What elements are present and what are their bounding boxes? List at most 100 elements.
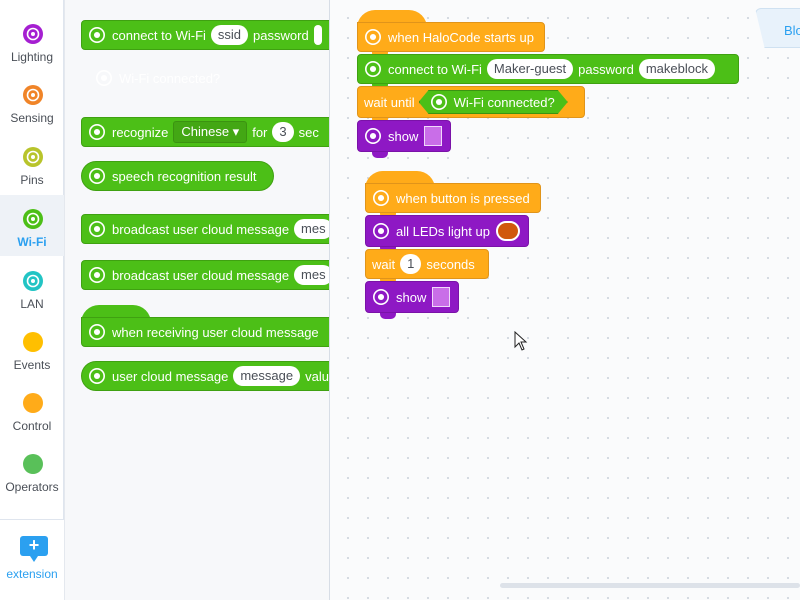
wait-seconds-block[interactable]: wait 1 seconds (365, 249, 489, 285)
wifi-extension-icon (88, 367, 106, 385)
wifi-extension-icon (88, 266, 106, 284)
block-text: Wi-Fi connected? (453, 94, 555, 110)
category-label: Operators (5, 480, 59, 494)
wifi-icon (23, 209, 43, 229)
block-text: when button is pressed (396, 190, 530, 206)
wait-seconds-field[interactable]: 1 (400, 254, 422, 274)
speech-result-reporter[interactable]: speech recognition result (81, 161, 274, 191)
connect-wifi-block[interactable]: connect to Wi-Fi ssid password (81, 20, 329, 50)
category-lighting[interactable]: Lighting (0, 10, 64, 71)
seconds-field[interactable]: 3 (272, 122, 294, 142)
category-label: Control (12, 419, 52, 433)
control-icon (23, 393, 43, 413)
ssid-field[interactable]: ssid (210, 25, 249, 45)
when-halocode-starts-block[interactable]: when HaloCode starts up (357, 22, 545, 58)
category-label: Sensing (10, 111, 54, 125)
block-text: seconds (426, 256, 475, 272)
divider (0, 519, 64, 520)
show-led-block[interactable]: show (365, 281, 459, 319)
wifi-extension-icon (95, 69, 113, 87)
block-text: password (578, 61, 634, 77)
script-workspace[interactable]: Blo when HaloCode starts up connect to W… (330, 0, 800, 600)
pins-icon (23, 147, 43, 167)
block-palette: connect to Wi-Fi ssid password Wi-Fi con… (64, 0, 330, 600)
plus-icon: + (20, 536, 48, 562)
category-label: Pins (20, 173, 44, 187)
block-text: connect to Wi-Fi (112, 27, 206, 43)
halocode-icon (372, 189, 390, 207)
wifi-extension-icon (88, 220, 106, 238)
block-text: all LEDs light up (396, 223, 490, 239)
category-label: Lighting (10, 50, 54, 64)
lighting-extension-icon (372, 222, 390, 240)
lighting-icon (23, 24, 43, 44)
ssid-field[interactable]: Maker-guest (486, 59, 574, 79)
connect-wifi-block[interactable]: connect to Wi-Fi Maker-guest password ma… (357, 54, 739, 90)
led-pattern-picker[interactable] (424, 126, 442, 146)
block-text: show (396, 289, 427, 305)
block-notch (372, 152, 388, 158)
extension-label: extension (6, 567, 58, 581)
broadcast-cloud-message-block[interactable]: broadcast user cloud message mes (81, 214, 329, 244)
led-color-picker[interactable] (495, 221, 520, 241)
user-cloud-message-reporter[interactable]: user cloud message message valu (81, 361, 329, 391)
wifi-connected-reporter[interactable]: Wi-Fi connected? (81, 63, 241, 93)
block-text: for (252, 124, 268, 140)
broadcast-cloud-message-block[interactable]: broadcast user cloud message mes (81, 260, 329, 290)
wifi-extension-icon (88, 26, 106, 44)
block-text: wait until (364, 94, 415, 110)
wifi-extension-icon (364, 60, 382, 78)
when-button-pressed-block[interactable]: when button is pressed (365, 183, 541, 219)
when-receiving-cloud-message-block[interactable]: when receiving user cloud message (81, 317, 329, 347)
category-label: Events (13, 358, 51, 372)
led-pattern-picker[interactable] (432, 287, 450, 307)
category-label: LAN (20, 297, 44, 311)
password-field[interactable] (313, 25, 322, 45)
block-text: user cloud message (112, 368, 229, 384)
extension-button[interactable]: + extension (0, 520, 64, 600)
category-sensing[interactable]: Sensing (0, 71, 64, 132)
sensing-icon (23, 85, 43, 105)
password-field[interactable]: makeblock (638, 59, 715, 79)
wifi-connected-reporter[interactable]: Wi-Fi connected? (419, 90, 568, 114)
block-text: when HaloCode starts up (388, 29, 534, 45)
block-text: connect to Wi-Fi (388, 61, 482, 77)
category-control[interactable]: Control (0, 379, 64, 440)
tab-blocks[interactable]: Blo (755, 8, 800, 48)
recognize-speech-block[interactable]: recognize Chinese ▾ for 3 sec (81, 117, 329, 147)
block-text: speech recognition result (112, 168, 257, 184)
wait-until-block[interactable]: wait until Wi-Fi connected? (357, 86, 585, 124)
block-text: valu (305, 368, 329, 384)
block-text: recognize (112, 124, 169, 140)
wifi-extension-icon (88, 167, 106, 185)
message-field[interactable]: mes (294, 265, 329, 285)
category-sidebar: Lighting Sensing Pins Wi-Fi LAN Events C… (0, 0, 64, 600)
horizontal-scrollbar[interactable] (500, 583, 800, 588)
lighting-extension-icon (364, 127, 382, 145)
message-field[interactable]: message (233, 366, 301, 386)
block-text: show (388, 128, 419, 144)
operators-icon (23, 454, 43, 474)
language-dropdown[interactable]: Chinese ▾ (173, 121, 248, 143)
block-text: broadcast user cloud message (112, 221, 290, 237)
block-text: broadcast user cloud message (112, 267, 290, 283)
lan-icon (23, 271, 43, 291)
wifi-extension-icon (88, 123, 106, 141)
block-notch (380, 313, 396, 319)
category-label: Wi-Fi (17, 235, 47, 249)
category-events[interactable]: Events (0, 318, 64, 379)
category-wifi[interactable]: Wi-Fi (0, 195, 64, 256)
category-pins[interactable]: Pins (0, 133, 64, 194)
mouse-pointer-icon (514, 331, 528, 351)
all-leds-light-up-block[interactable]: all LEDs light up (365, 215, 529, 253)
events-icon (23, 332, 43, 352)
block-text: Wi-Fi connected? (119, 70, 221, 86)
block-text: wait (372, 256, 396, 272)
category-lan[interactable]: LAN (0, 257, 64, 318)
message-field[interactable]: mes (294, 219, 329, 239)
show-led-block[interactable]: show (357, 120, 451, 158)
block-text: password (253, 27, 309, 43)
category-operators[interactable]: Operators (0, 440, 64, 501)
lighting-extension-icon (372, 288, 390, 306)
wifi-extension-icon (430, 93, 448, 111)
